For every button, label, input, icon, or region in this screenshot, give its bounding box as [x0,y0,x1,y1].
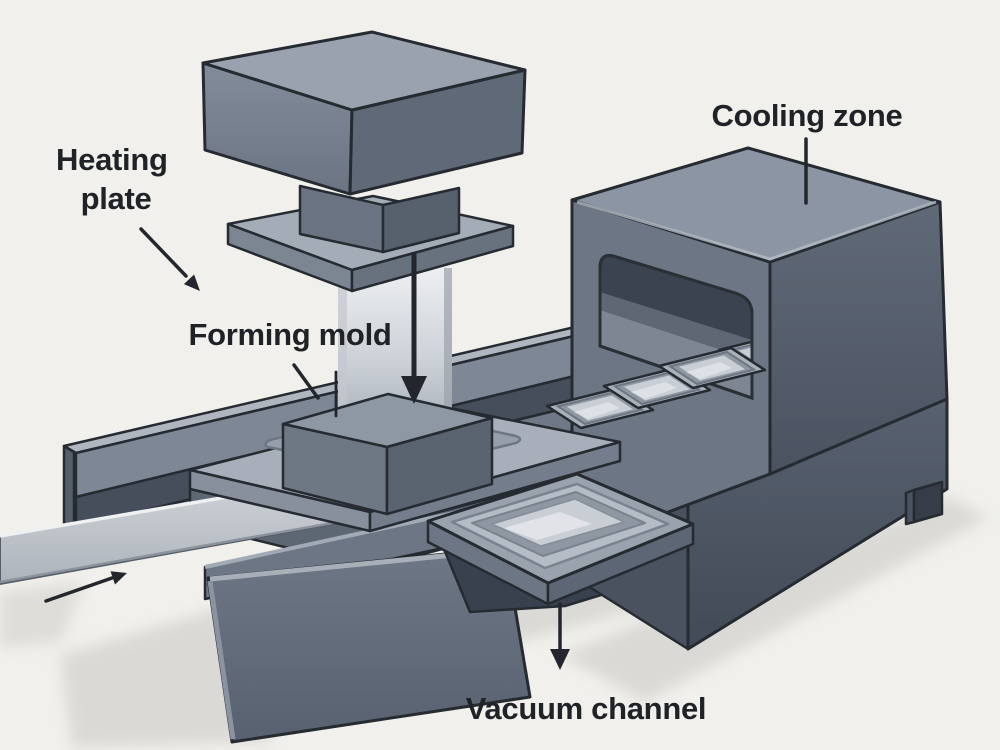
press-head [201,30,527,196]
formed-tray [657,346,767,390]
tunnel-top-highlight [576,200,937,261]
formed-trays [545,346,767,430]
heating-plate-label-line1: Heating [56,142,168,177]
heating-plate-label: Heating plate [56,142,176,216]
heating-plate-arrow-icon [139,227,200,291]
base-foot [904,480,944,526]
ram-press-arrow-icon [401,252,427,404]
vacuum-tray-drawer [426,472,695,606]
forming-mold-label: Forming mold [188,317,391,352]
vacuum-channel-label: Vacuum channel [466,691,706,726]
heating-plate-label-line2: plate [81,181,152,216]
film-flow-arrow-icon [44,571,127,603]
press-neck [298,184,461,254]
forming-mold-leader [292,363,338,418]
tunnel-arch-rim [598,254,754,401]
ram-column [338,268,452,438]
cooling-zone-label: Cooling zone [712,98,903,133]
forming-mold-block [281,392,494,516]
vacuum-channel-arrow-icon [550,602,570,670]
